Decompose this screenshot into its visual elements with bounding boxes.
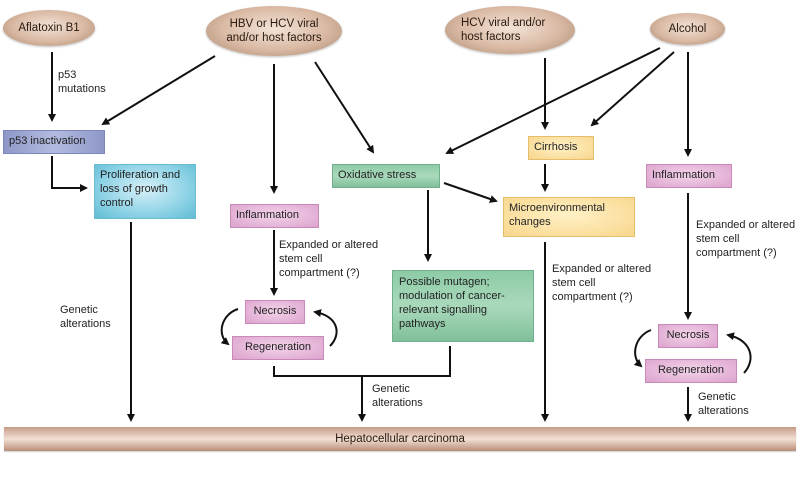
node-cirrhosis-label: Cirrhosis	[534, 141, 578, 153]
node-regeneration-right-label: Regeneration	[657, 364, 725, 376]
arrow-hbv-to-p53	[101, 55, 216, 126]
cause-aflatoxin-label: Aflatoxin B1	[18, 22, 80, 34]
node-oxidative-stress: Oxidative stress	[332, 164, 440, 188]
node-regeneration-left: Regeneration	[232, 336, 324, 360]
node-cirrhosis: Cirrhosis	[528, 136, 594, 160]
node-inflammation-left: Inflammation	[230, 204, 319, 228]
edge-label-genetic-alterations-right: Genetic alterations	[698, 391, 749, 417]
edge-label-genetic-alterations-center: Genetic alterations	[372, 383, 423, 409]
arrow-alcohol-to-oxidative	[445, 47, 661, 154]
edge-label-p53-mutations: p53 mutations	[58, 69, 106, 95]
node-necrosis-left-label: Necrosis	[253, 305, 297, 317]
node-regeneration-right: Regeneration	[645, 359, 737, 383]
node-inflammation-left-label: Inflammation	[236, 209, 299, 221]
cause-alcohol-label: Alcohol	[668, 23, 707, 35]
node-necrosis-left: Necrosis	[245, 300, 305, 324]
node-microenvironmental-label: Microenvironmental changes	[509, 202, 605, 228]
arrow-oxidative-to-micro	[443, 182, 498, 203]
arrow-alcohol-to-cirrhosis	[590, 51, 675, 127]
cause-alcohol: Alcohol	[650, 13, 725, 45]
edge-label-genetic-alterations-left: Genetic alterations	[60, 304, 111, 330]
cycle-arrow-regeneration-to-necrosis-right	[726, 332, 752, 374]
outcome-hepatocellular-carcinoma: Hepatocellular carcinoma	[4, 427, 796, 451]
cycle-arrow-regeneration-to-necrosis-left	[313, 309, 338, 347]
arrow-p53-to-proliferation	[51, 156, 88, 192]
arrow-hbv-to-oxidative	[314, 61, 375, 154]
cause-hcv: HCV viral and/or host factors	[445, 6, 575, 54]
cause-aflatoxin-b1: Aflatoxin B1	[3, 10, 95, 46]
node-necrosis-right-label: Necrosis	[666, 329, 710, 341]
node-oxidative-stress-label: Oxidative stress	[338, 169, 417, 181]
node-p53-inactivation-label: p53 inactivation	[9, 135, 86, 147]
edge-label-stem-cell-left: Expanded or altered stem cell compartmen…	[279, 239, 379, 279]
node-proliferation-label: Proliferation and loss of growth control	[100, 169, 181, 209]
node-inflammation-right: Inflammation	[646, 164, 732, 188]
cause-hbv-hcv: HBV or HCV viral and/or host factors	[206, 6, 342, 56]
node-possible-mutagen: Possible mutagen; modulation of cancer-r…	[392, 270, 534, 342]
merge-connector	[273, 346, 451, 377]
outcome-label: Hepatocellular carcinoma	[335, 433, 465, 445]
cause-hbv-hcv-label: HBV or HCV viral and/or host factors	[226, 18, 322, 44]
cause-hcv-label: HCV viral and/or host factors	[461, 17, 546, 43]
node-p53-inactivation: p53 inactivation	[3, 130, 105, 154]
node-necrosis-right: Necrosis	[658, 324, 718, 348]
node-proliferation: Proliferation and loss of growth control	[94, 164, 196, 219]
node-microenvironmental-changes: Microenvironmental changes	[503, 197, 635, 237]
cycle-arrow-necrosis-to-regeneration-left	[220, 308, 239, 346]
node-regeneration-left-label: Regeneration	[244, 341, 312, 353]
edge-label-stem-cell-right: Expanded or altered stem cell compartmen…	[696, 219, 796, 259]
node-possible-mutagen-label: Possible mutagen; modulation of cancer-r…	[399, 276, 505, 330]
cycle-arrow-necrosis-to-regeneration-right	[633, 329, 652, 368]
node-inflammation-right-label: Inflammation	[652, 169, 715, 181]
edge-label-stem-cell-center: Expanded or altered stem cell compartmen…	[552, 263, 652, 303]
